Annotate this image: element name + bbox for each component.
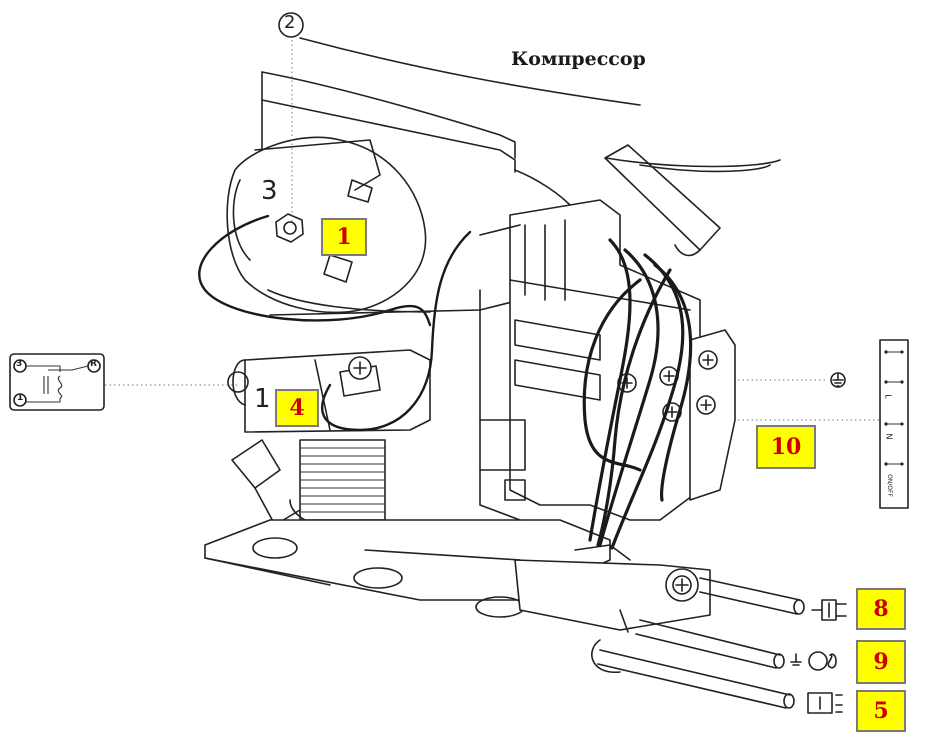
callout-1: 1 (321, 218, 367, 256)
thermostat-icon (807, 692, 843, 714)
callout-8: 8 (856, 588, 906, 630)
strip-label-l: L (883, 394, 893, 399)
label-2: 2 (284, 12, 296, 33)
callout-10: 10 (756, 425, 816, 469)
callout-4: 4 (275, 389, 319, 427)
label-1: 1 (254, 384, 271, 414)
inset-label-r: R (90, 359, 97, 369)
inset-label-1: 1 (17, 393, 24, 403)
label-3: 3 (261, 176, 278, 206)
motor-fan-icon (790, 651, 837, 671)
callout-5: 5 (856, 690, 906, 732)
strip-label-onoff: ON/OFF (885, 474, 893, 497)
page-title: Компрессор (511, 48, 646, 70)
inset-label-3: 3 (16, 359, 23, 369)
strip-label-n: N (884, 433, 894, 440)
callout-9: 9 (856, 640, 906, 684)
plug-icon (811, 599, 847, 621)
